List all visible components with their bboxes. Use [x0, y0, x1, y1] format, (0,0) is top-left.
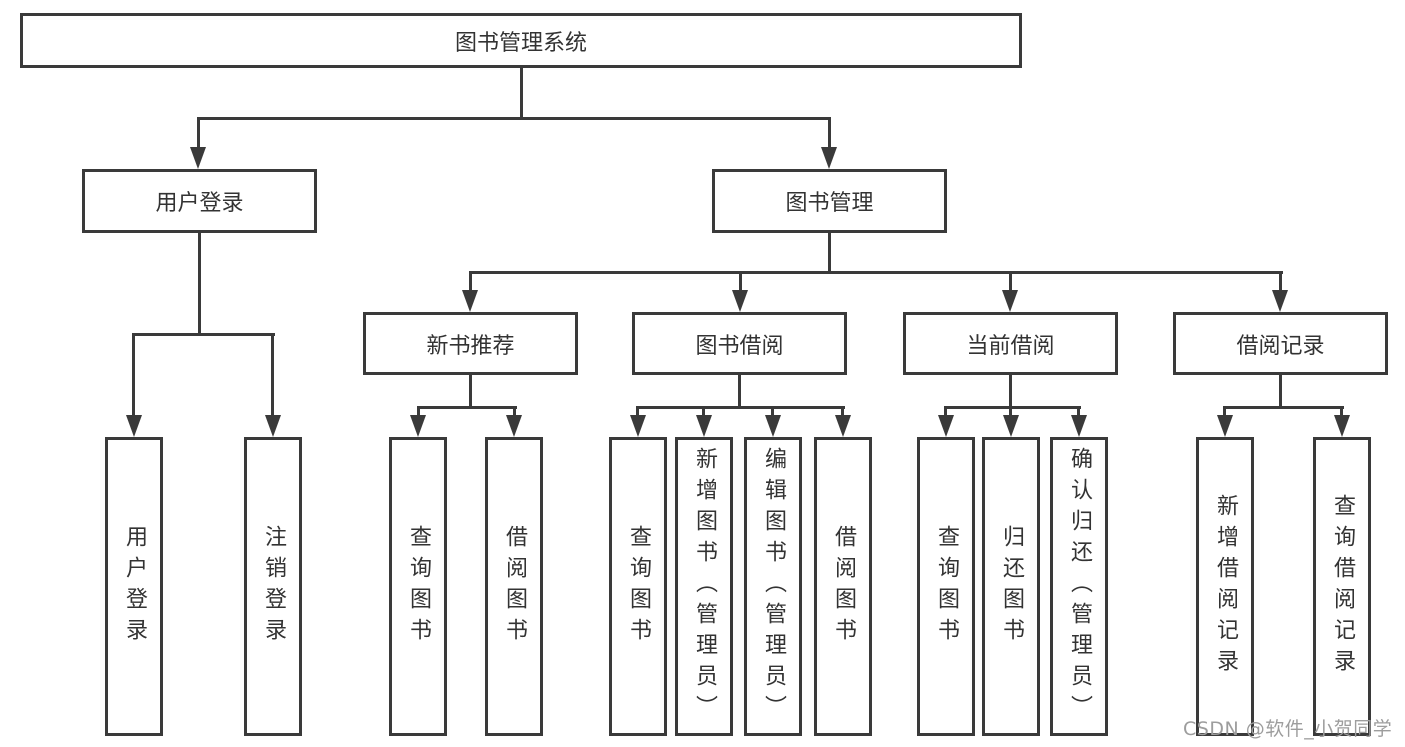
connector-user-login-bar [132, 333, 275, 336]
leaf-newbooks-borrow: 借阅图书 [485, 437, 543, 736]
connector-drop [1077, 406, 1080, 416]
arrow-down-icon [696, 415, 712, 437]
arrow-down-icon [126, 415, 142, 437]
leaf-user-login: 用户登录 [105, 437, 163, 736]
connector-user-login-stem [198, 233, 201, 336]
connector-drop [636, 406, 639, 416]
leaf-current-query-label: 查询图书 [934, 524, 959, 649]
connector-drop [702, 406, 705, 416]
leaf-borrow-query: 查询图书 [609, 437, 667, 736]
leaf-newbooks-query-label: 查询图书 [406, 524, 431, 649]
connector-book-mgmt-stem [828, 233, 831, 274]
node-book-borrow: 图书借阅 [632, 312, 847, 375]
leaf-records-query: 查询借阅记录 [1313, 437, 1371, 736]
node-book-mgmt: 图书管理 [712, 169, 947, 233]
connector-borrow-records-bar [1223, 406, 1344, 409]
leaf-borrow-query-label: 查询图书 [626, 524, 651, 649]
connector-drop [944, 406, 947, 416]
arrow-down-icon [410, 415, 426, 437]
node-current-borrow-label: 当前借阅 [966, 333, 1055, 359]
connector-drop [1009, 406, 1012, 416]
arrow-down-icon [1071, 415, 1087, 437]
arrow-down-icon [1002, 290, 1018, 312]
leaf-borrow-edit-label: 编辑图书（管理员） [761, 447, 786, 726]
connector-drop [1223, 406, 1226, 416]
connector-drop [841, 406, 844, 416]
leaf-borrow-borrow: 借阅图书 [814, 437, 872, 736]
connector-new-books-bar [417, 406, 517, 409]
arrow-down-icon [1334, 415, 1350, 437]
arrow-down-icon [1272, 290, 1288, 312]
leaf-records-query-label: 查询借阅记录 [1330, 493, 1355, 680]
connector-drop [132, 333, 135, 416]
leaf-borrow-add-label: 新增图书（管理员） [692, 447, 717, 726]
node-root: 图书管理系统 [20, 13, 1022, 68]
arrow-down-icon [462, 290, 478, 312]
leaf-current-return-label: 归还图书 [999, 524, 1024, 649]
connector-book-borrow-bar [636, 406, 845, 409]
leaf-borrow-edit: 编辑图书（管理员） [744, 437, 802, 736]
arrow-down-icon [938, 415, 954, 437]
node-new-books: 新书推荐 [363, 312, 578, 375]
node-user-login: 用户登录 [82, 169, 317, 233]
arrow-down-icon [835, 415, 851, 437]
connector-root-bar [197, 117, 831, 120]
connector-book-borrow-stem [738, 375, 741, 409]
arrow-down-icon [506, 415, 522, 437]
connector-user-login-drop [197, 117, 200, 149]
arrow-down-icon [630, 415, 646, 437]
arrow-down-icon [190, 147, 206, 169]
connector-drop [1340, 406, 1343, 416]
connector-current-borrow-stem [1009, 375, 1012, 409]
connector-new-books-stem [469, 375, 472, 409]
connector-borrow-records-stem [1279, 375, 1282, 409]
leaf-borrow-borrow-label: 借阅图书 [831, 524, 856, 649]
leaf-logout: 注销登录 [244, 437, 302, 736]
connector-drop [771, 406, 774, 416]
leaf-current-confirm: 确认归还（管理员） [1050, 437, 1108, 736]
arrow-down-icon [765, 415, 781, 437]
connector-drop [513, 406, 516, 416]
arrow-down-icon [265, 415, 281, 437]
leaf-records-add: 新增借阅记录 [1196, 437, 1254, 736]
connector-drop [417, 406, 420, 416]
connector-book-mgmt-bar [469, 271, 1283, 274]
leaf-current-return: 归还图书 [982, 437, 1040, 736]
node-user-login-label: 用户登录 [155, 191, 244, 216]
leaf-records-add-label: 新增借阅记录 [1213, 493, 1238, 680]
arrow-down-icon [821, 147, 837, 169]
connector-drop [469, 271, 472, 292]
connector-drop [271, 333, 274, 416]
watermark: CSDN @软件_小贺同学 [1183, 718, 1393, 740]
connector-drop [1279, 271, 1282, 292]
arrow-down-icon [732, 290, 748, 312]
leaf-newbooks-borrow-label: 借阅图书 [502, 524, 527, 649]
leaf-user-login-label: 用户登录 [122, 524, 147, 649]
leaf-newbooks-query: 查询图书 [389, 437, 447, 736]
node-book-mgmt-label: 图书管理 [785, 191, 874, 216]
connector-drop [739, 271, 742, 292]
connector-book-mgmt-drop [828, 117, 831, 149]
node-borrow-records-label: 借阅记录 [1236, 333, 1325, 359]
leaf-logout-label: 注销登录 [261, 524, 286, 649]
node-root-label: 图书管理系统 [454, 30, 587, 56]
leaf-borrow-add: 新增图书（管理员） [675, 437, 733, 736]
connector-drop [1009, 271, 1012, 292]
arrow-down-icon [1217, 415, 1233, 437]
node-book-borrow-label: 图书借阅 [695, 333, 784, 359]
connector-current-borrow-bar [944, 406, 1081, 409]
node-new-books-label: 新书推荐 [426, 333, 515, 359]
arrow-down-icon [1003, 415, 1019, 437]
connector-root-stem [520, 68, 523, 119]
leaf-current-confirm-label: 确认归还（管理员） [1067, 447, 1092, 726]
leaf-current-query: 查询图书 [917, 437, 975, 736]
node-current-borrow: 当前借阅 [903, 312, 1118, 375]
node-borrow-records: 借阅记录 [1173, 312, 1388, 375]
